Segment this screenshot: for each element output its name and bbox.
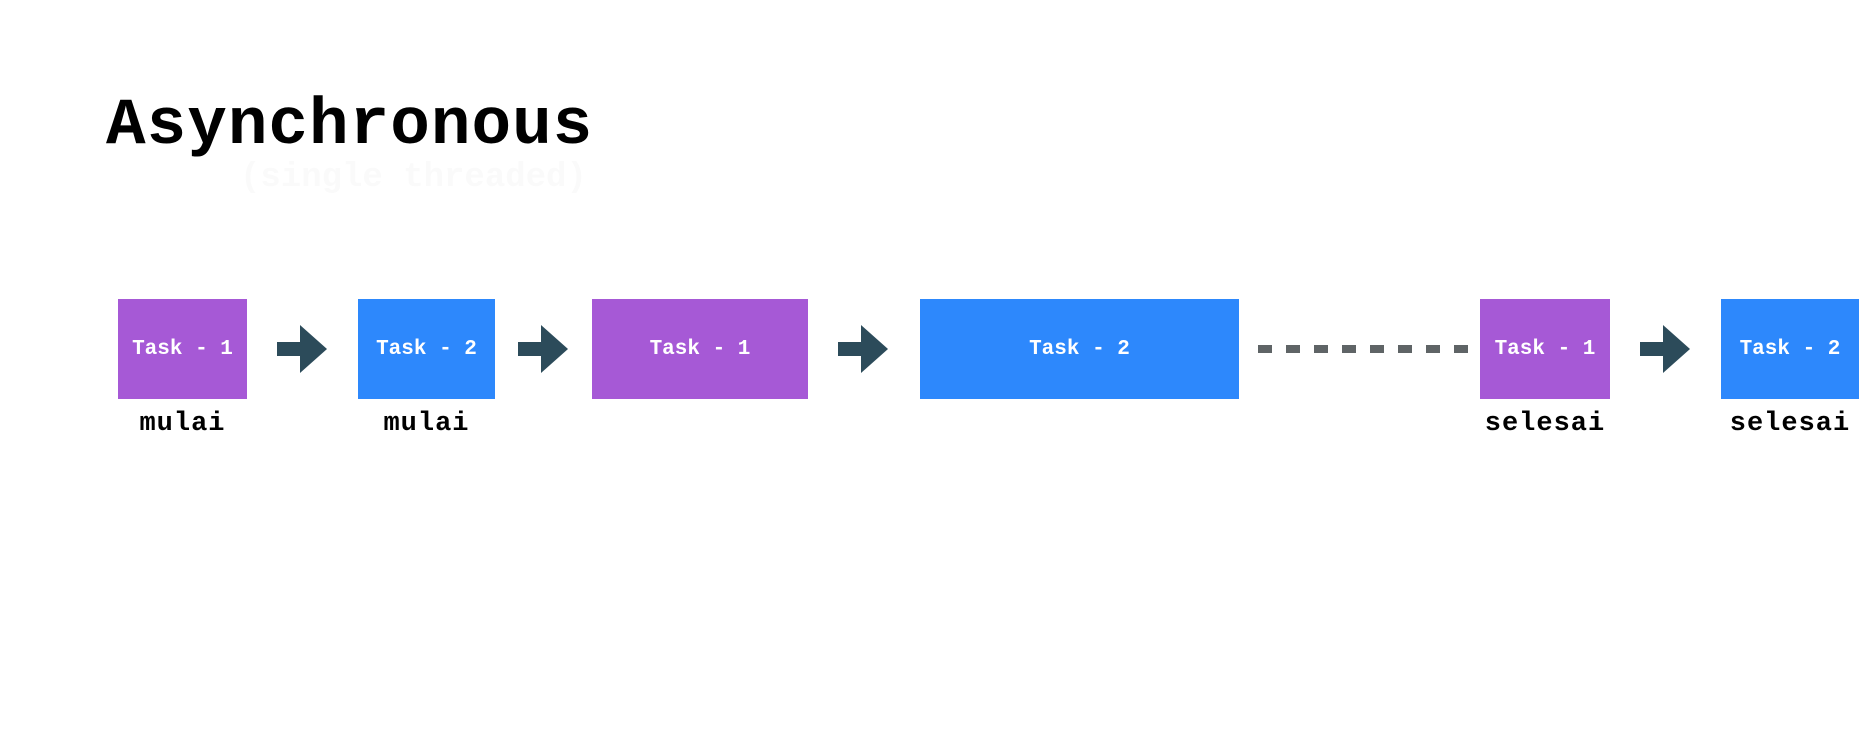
task-box-6: Task - 2 [1721,299,1859,399]
status-label-mulai-task1: mulai [139,409,226,439]
diagram-title: Asynchronous [106,88,594,163]
arrow-right-icon [1640,325,1690,373]
task-box-2: Task - 2 [358,299,495,399]
arrow-right-icon [838,325,888,373]
arrow-right-icon [277,325,327,373]
status-label-mulai-task2: mulai [383,409,470,439]
task-box-4: Task - 2 [920,299,1239,399]
status-label-selesai-task2: selesai [1729,409,1851,439]
task-box-3: Task - 1 [592,299,808,399]
status-label-selesai-task1: selesai [1484,409,1606,439]
dashed-connector [1258,345,1468,353]
task-box-5: Task - 1 [1480,299,1610,399]
diagram-subtitle: (single threaded) [240,159,587,197]
task-box-1: Task - 1 [118,299,247,399]
arrow-right-icon [518,325,568,373]
